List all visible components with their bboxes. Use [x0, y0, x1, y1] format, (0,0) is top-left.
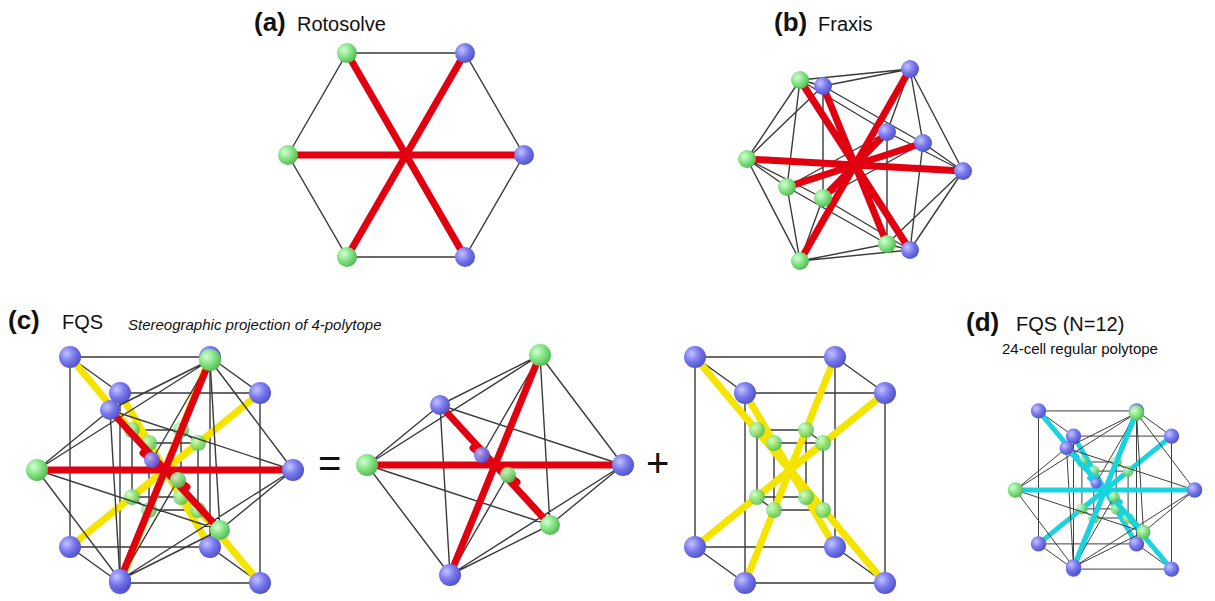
- panel-subtitle: Stereographic projection of 4-polytope: [128, 316, 382, 333]
- panel-letter: (d): [966, 308, 999, 338]
- composite-polytope: [26, 346, 304, 594]
- 24-cell-figure: [1008, 403, 1203, 577]
- panel-title: Rotosolve: [297, 13, 386, 36]
- panel-title: FQS: [62, 311, 103, 334]
- panel-title: Fraxis: [818, 13, 872, 36]
- operator-sign: +: [646, 440, 669, 486]
- panel-title: FQS (N=12): [1016, 313, 1124, 336]
- panel-letter: (b): [774, 8, 807, 38]
- hexagon-figure: [278, 43, 534, 267]
- operator-sign: =: [318, 440, 341, 486]
- icosahedron-figure: [738, 60, 972, 270]
- octahedral-part: [356, 344, 634, 586]
- panel-subtitle: 24-cell regular polytope: [1002, 340, 1158, 357]
- cubic-part: [684, 346, 896, 594]
- panel-letter: (a): [254, 8, 286, 38]
- panel-letter: (c): [8, 306, 40, 336]
